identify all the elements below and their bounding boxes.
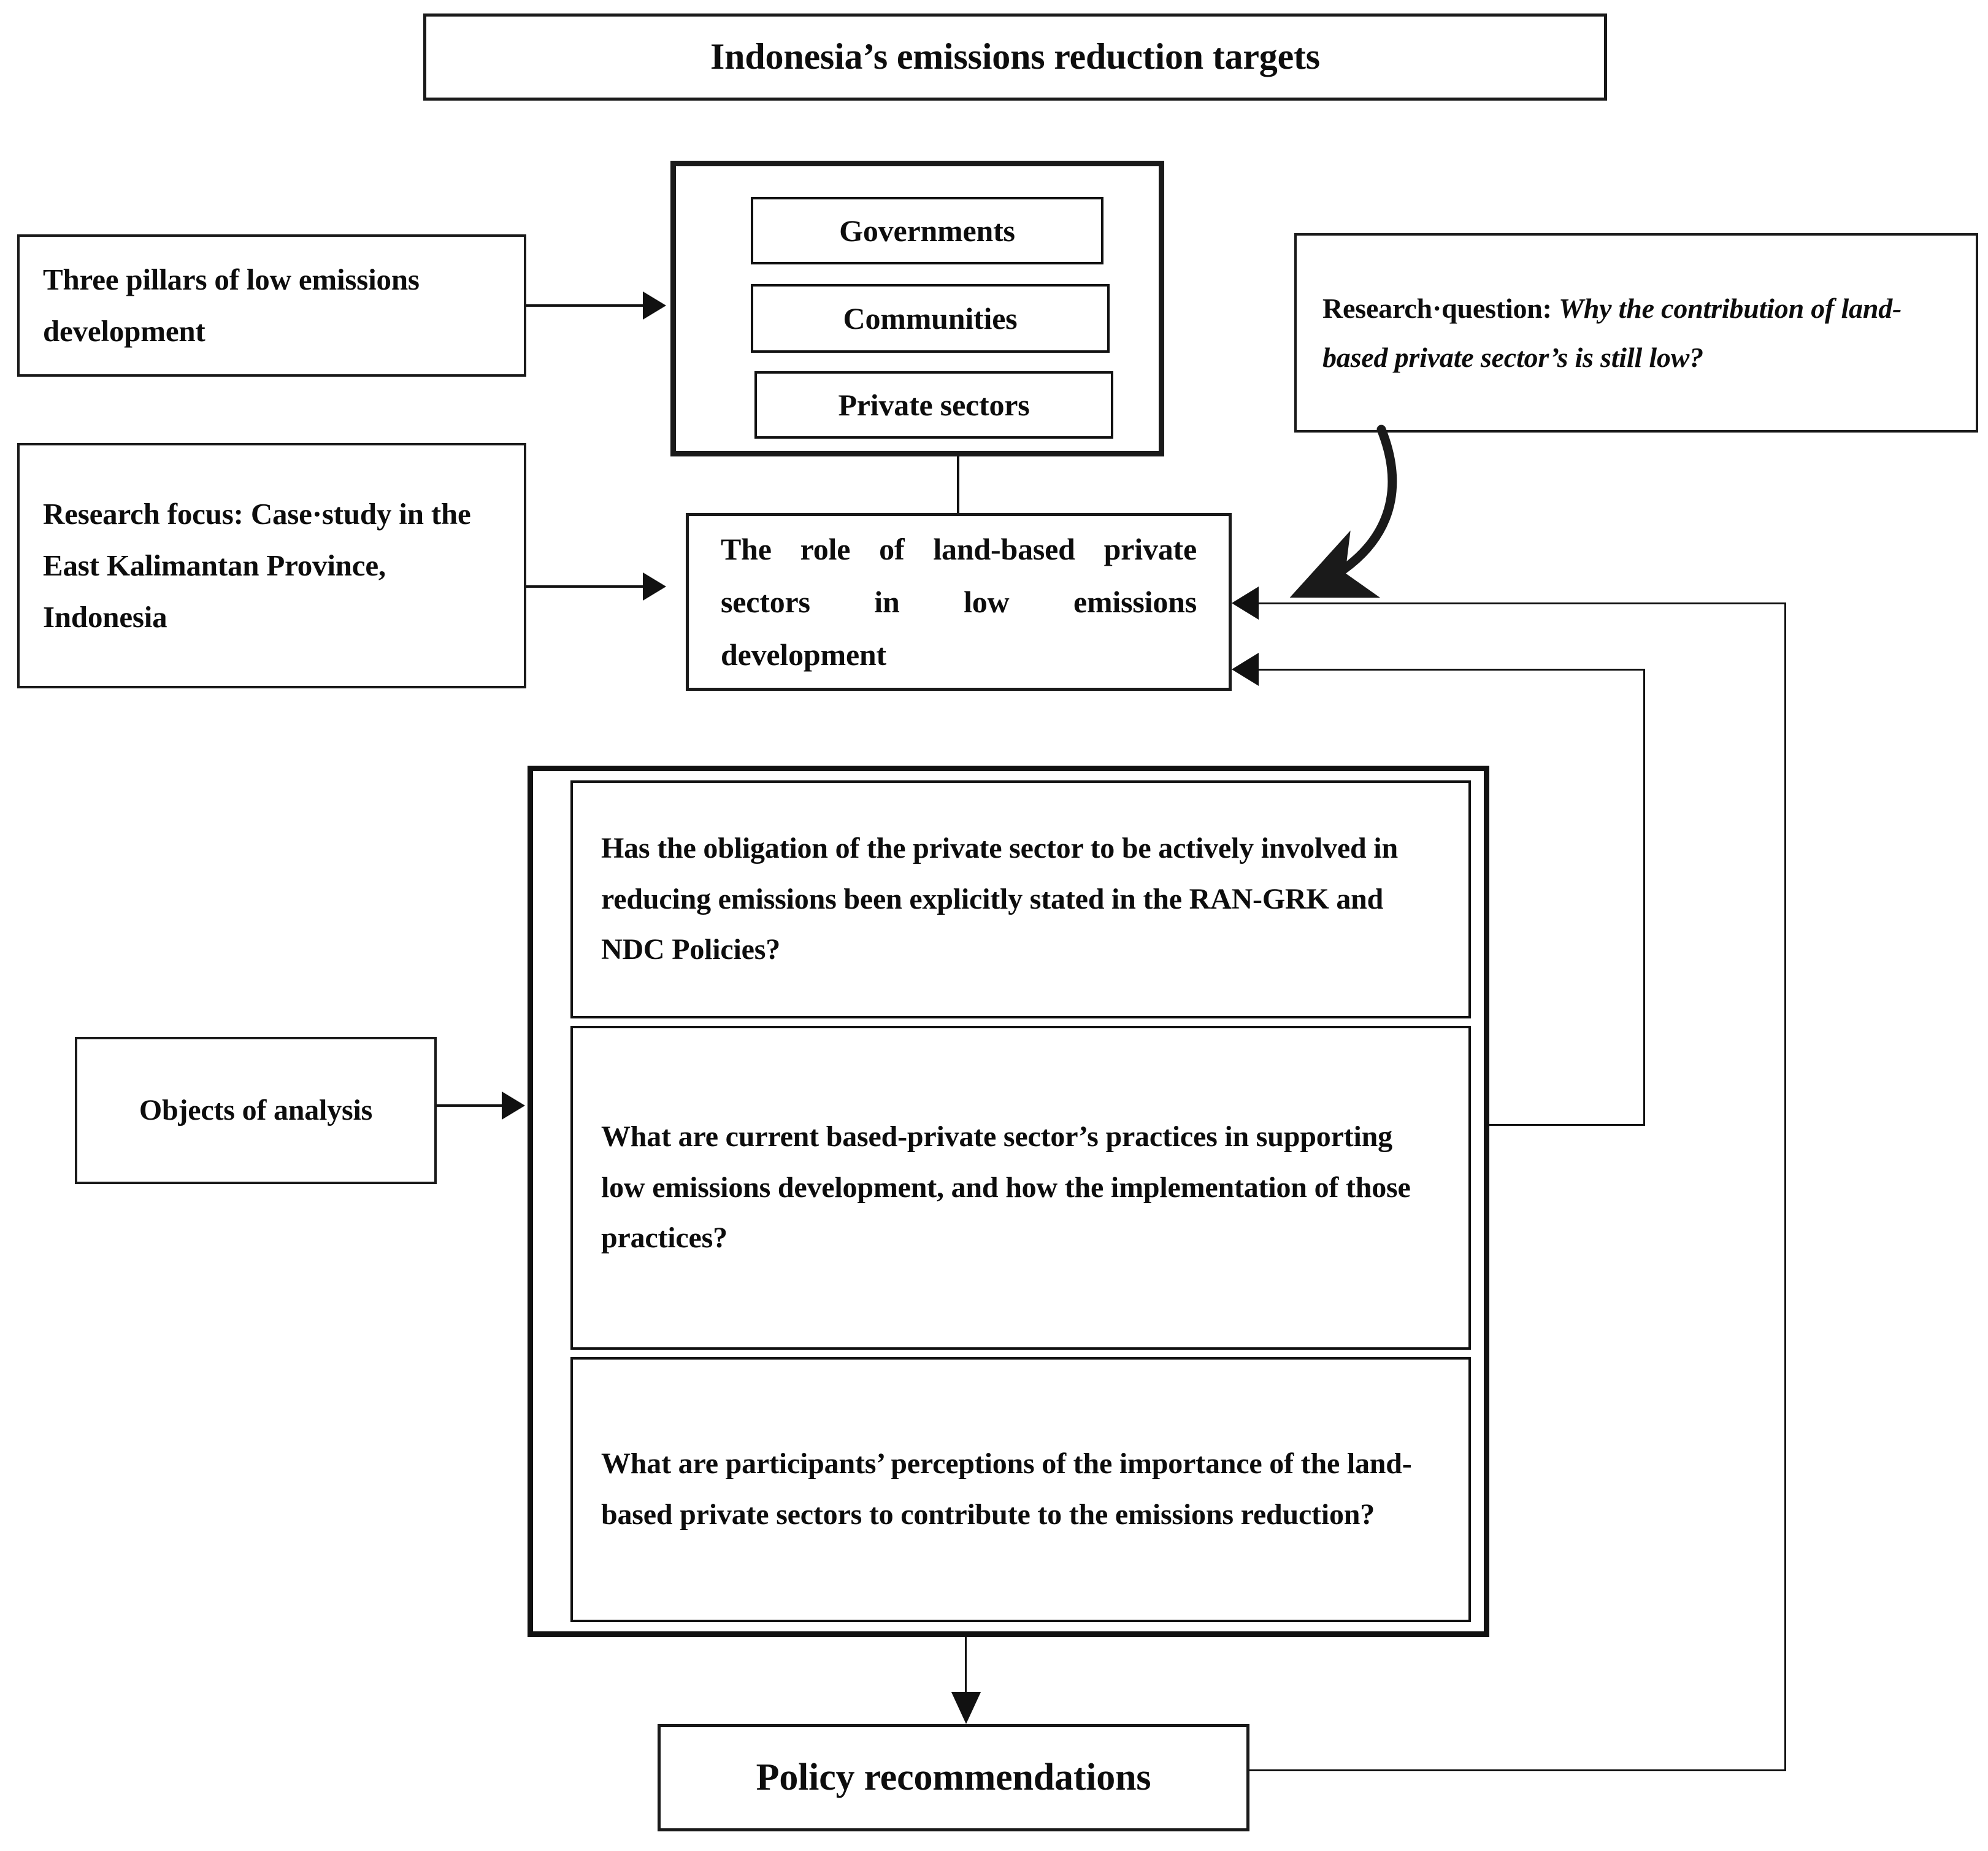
research-focus-label: Research focus: Case·study in the East K… (43, 496, 471, 634)
connector-pillars-to-group (526, 304, 652, 307)
pillar-private-sectors-label: Private sectors (838, 388, 1030, 422)
pillar-private-sectors: Private sectors (754, 371, 1113, 439)
policy-recommendations-label: Policy recommendations (756, 1757, 1151, 1799)
connector-objects-to-questions (437, 1104, 507, 1107)
question-2-label: What are current based-private sector’s … (601, 1120, 1411, 1255)
title-box: Indonesia’s emissions reduction targets (423, 13, 1607, 101)
connector-questions-to-policy (965, 1637, 967, 1703)
question-box-3: What are participants’ perceptions of th… (570, 1357, 1471, 1622)
policy-recommendations-box: Policy recommendations (658, 1724, 1249, 1831)
pillar-governments-label: Governments (839, 214, 1015, 248)
arrowhead-focus-to-role (643, 572, 666, 601)
objects-of-analysis-box: Objects of analysis (75, 1037, 437, 1184)
pillars-group-box: Governments Communities Private sectors (670, 161, 1164, 456)
pillar-governments: Governments (751, 197, 1103, 264)
role-of-private-sectors-box: The role of land-based private sectors i… (686, 513, 1232, 691)
pillar-communities: Communities (751, 284, 1110, 353)
arrowhead-questions-to-policy (951, 1692, 981, 1724)
feedback-outer-horizontal-top (1259, 602, 1786, 604)
title-label: Indonesia’s emissions reduction targets (710, 36, 1320, 77)
feedback-outer-horizontal-bottom (1248, 1769, 1786, 1771)
feedback-inner-vertical (1643, 669, 1645, 1126)
arrowhead-feedback-inner (1232, 653, 1259, 686)
arrowhead-objects-to-questions (502, 1091, 525, 1120)
role-label: The role of land-based private sectors i… (721, 532, 1197, 672)
objects-of-analysis-label: Objects of analysis (139, 1093, 373, 1126)
question-1-label: Has the obligation of the private sector… (601, 832, 1398, 966)
research-question-text: Research·question: Why the contribution … (1322, 284, 1950, 381)
arrowhead-feedback-outer (1232, 587, 1259, 620)
three-pillars-label: Three pillars of low emissions developme… (43, 262, 420, 348)
question-box-1: Has the obligation of the private sector… (570, 780, 1471, 1018)
feedback-outer-vertical (1784, 602, 1786, 1771)
question-box-2: What are current based-private sector’s … (570, 1026, 1471, 1350)
arrowhead-pillars-to-group (643, 291, 666, 320)
three-pillars-box: Three pillars of low emissions developme… (17, 234, 526, 377)
research-question-box: Research·question: Why the contribution … (1294, 233, 1978, 433)
feedback-inner-horizontal-bottom (1487, 1124, 1645, 1126)
connector-group-to-role (957, 456, 959, 514)
pillar-communities-label: Communities (843, 301, 1018, 336)
connector-focus-to-role (526, 585, 652, 588)
research-question-prefix: Research·question: (1322, 293, 1559, 325)
research-question-body: Why the contribution of land-based priva… (1322, 293, 1902, 373)
research-focus-box: Research focus: Case·study in the East K… (17, 443, 526, 688)
feedback-inner-horizontal-top (1259, 669, 1645, 671)
question-3-label: What are participants’ perceptions of th… (601, 1447, 1412, 1531)
curved-arrow-question-to-role (1289, 425, 1397, 598)
